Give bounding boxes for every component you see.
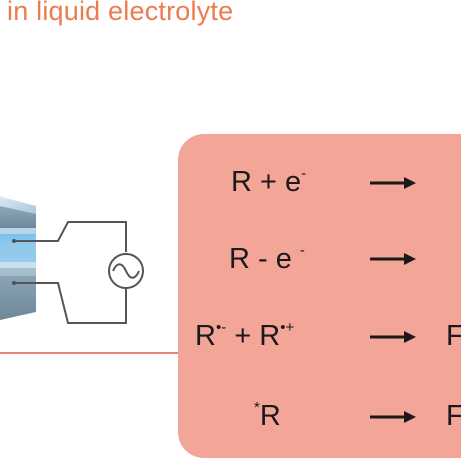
reaction-3-lhs: R•- + R•+ <box>195 319 295 352</box>
right-arrow-icon <box>370 177 416 189</box>
reaction-3-product: F <box>446 320 461 352</box>
reaction-3-species-a: R <box>195 320 216 352</box>
ac-source-icon <box>108 253 144 289</box>
reaction-3-plus: + <box>226 320 260 352</box>
reaction-1-text: R + e <box>231 166 302 198</box>
right-arrow-icon <box>370 253 416 265</box>
top-electrode <box>0 196 36 234</box>
right-arrow-icon <box>370 411 416 423</box>
reaction-3-radical-cation: •+ <box>280 319 295 336</box>
reaction-4-lhs: *R <box>254 399 281 432</box>
reaction-3-species-b: R <box>259 320 281 352</box>
right-arrow-icon <box>370 331 416 343</box>
reaction-1-superscript: - <box>301 165 307 182</box>
reaction-1-lhs: R + e- <box>231 165 307 198</box>
bottom-electrode <box>0 262 36 320</box>
heading-text: in liquid electrolyte <box>7 0 234 26</box>
circuit-wires <box>14 221 127 324</box>
reaction-4-excited-marker: * <box>254 399 260 416</box>
electrolyte-gap <box>0 234 36 262</box>
reaction-2-text: R - e <box>229 243 292 275</box>
reaction-3-radical-anion: •- <box>215 319 227 336</box>
reaction-2-lhs: R - e - <box>229 242 305 275</box>
reaction-2-superscript: - <box>299 242 305 259</box>
reaction-4-product: F <box>446 400 461 432</box>
reaction-4-species: R <box>259 400 281 432</box>
reactions-panel: R + e- R - e - R•- + R•+ F *R <box>178 134 461 458</box>
